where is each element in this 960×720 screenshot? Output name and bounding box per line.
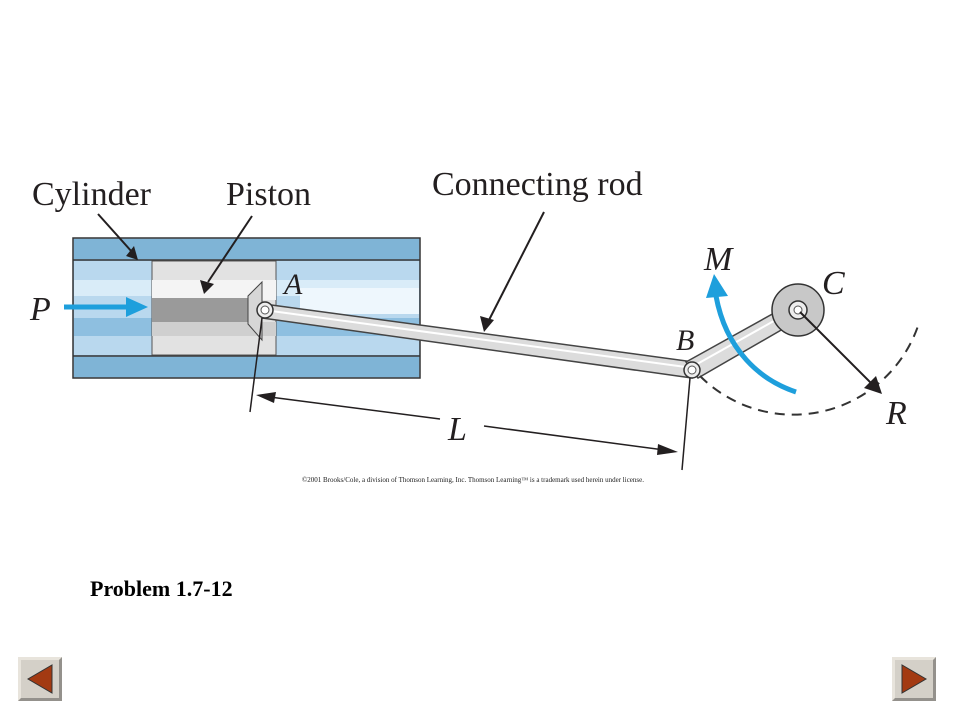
pin-b [683,361,701,379]
piston [151,260,277,356]
label-m: M [703,241,734,278]
label-piston: Piston [226,176,311,213]
force-p-arrow [64,297,148,317]
label-b: B [676,324,694,357]
next-slide-button[interactable] [892,657,936,701]
moment-m-arrow [706,274,797,395]
radius-r-arrow [799,311,882,394]
problem-title: Problem 1.7-12 [90,576,233,601]
crank-circle-dashed [699,325,919,416]
previous-slide-button[interactable] [18,657,62,701]
copyright-notice: ©2001 Brooks/Cole, a division of Thomson… [301,476,644,484]
label-p: P [29,291,51,328]
dimension-l [249,317,691,471]
label-r: R [885,395,907,432]
leader-lines [97,211,545,332]
label-a: A [282,268,303,301]
left-triangle-icon [27,664,53,694]
label-connecting-rod: Connecting rod [432,166,643,203]
label-c: C [822,265,845,302]
right-triangle-icon [901,664,927,694]
piston-mechanism-diagram: Cylinder Piston Connecting rod P A B C M… [29,166,919,471]
pin-a [256,301,274,319]
label-cylinder: Cylinder [32,176,152,213]
label-l: L [447,411,467,448]
